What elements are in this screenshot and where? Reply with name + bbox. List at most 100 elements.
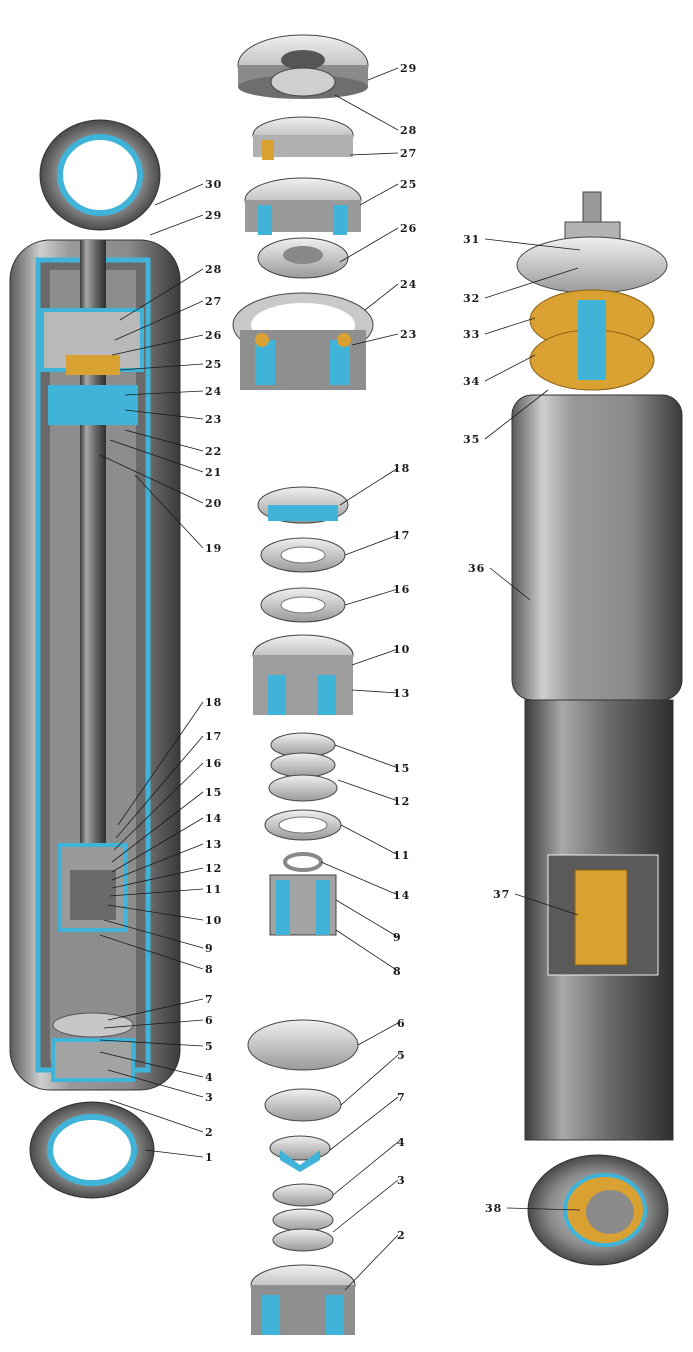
callout-label: 16 (205, 757, 222, 770)
leader-line (99, 934, 204, 970)
leader-line (99, 1051, 204, 1078)
callout-label: 4 (397, 1136, 406, 1149)
leader-line (111, 867, 204, 889)
callout-label: 2 (205, 1126, 214, 1139)
leader-line (124, 429, 204, 452)
callout-label: 9 (393, 931, 402, 944)
leader-line (335, 929, 399, 972)
callout-label: 25 (205, 358, 222, 371)
callout-label: 31 (463, 233, 480, 246)
leader-line (111, 843, 204, 881)
callout-label: 9 (205, 942, 214, 955)
leader-line (514, 893, 579, 916)
leader-line (357, 1022, 399, 1046)
callout-label: 11 (393, 849, 410, 862)
leader-line (154, 183, 204, 206)
callout-label: 1 (205, 1151, 214, 1164)
leader-line (340, 1054, 399, 1106)
leader-line (107, 998, 204, 1021)
leader-line (351, 689, 399, 694)
leader-line (359, 183, 399, 206)
callout-label: 11 (205, 883, 222, 896)
callout-label: 14 (393, 889, 410, 902)
leader-line (113, 762, 204, 851)
callout-label: 27 (400, 147, 417, 160)
callout-label: 5 (205, 1040, 214, 1053)
leader-line (335, 899, 399, 938)
leader-line (344, 588, 399, 606)
callout-label: 10 (393, 643, 410, 656)
leader-line (99, 1039, 204, 1047)
leader-line (109, 439, 204, 473)
leader-line (124, 409, 204, 420)
leader-line (114, 300, 204, 341)
leader-line (111, 817, 204, 873)
callout-label: 27 (205, 295, 222, 308)
leader-line (484, 238, 581, 251)
leader-line (351, 648, 399, 666)
callout-label: 15 (393, 762, 410, 775)
leader-line (367, 67, 399, 81)
leader-line (103, 1019, 204, 1029)
callout-label: 19 (205, 542, 222, 555)
right-assembled-absorber (511, 191, 683, 1266)
middle-exploded-parts (232, 34, 374, 1335)
leader-line (117, 701, 204, 826)
callout-label: 23 (205, 413, 222, 426)
callout-label: 23 (400, 328, 417, 341)
leader-line (364, 283, 399, 311)
callout-label: 13 (393, 687, 410, 700)
leader-line (107, 904, 204, 921)
leader-line (134, 474, 204, 549)
callout-label: 14 (205, 812, 222, 825)
callout-label: 34 (463, 375, 480, 388)
leader-line (484, 267, 579, 299)
leader-line (115, 735, 204, 839)
right-callouts: 31 32 33 34 35 36 37 38 (463, 233, 510, 1215)
leader-line (149, 214, 204, 236)
callout-label: 12 (205, 862, 222, 875)
callout-label: 15 (205, 786, 222, 799)
callout-label: 35 (463, 433, 480, 446)
callout-label: 32 (463, 292, 480, 305)
callout-label: 38 (485, 1202, 502, 1215)
callout-label: 28 (205, 263, 222, 276)
callout-label: 24 (400, 278, 417, 291)
leader-line (489, 567, 531, 601)
leader-line (124, 390, 204, 396)
leader-line (349, 152, 399, 156)
callout-label: 5 (397, 1049, 406, 1062)
callout-label: 4 (205, 1071, 214, 1084)
callout-label: 18 (205, 696, 222, 709)
callout-label: 24 (205, 385, 222, 398)
callout-label: 12 (393, 795, 410, 808)
callout-label: 29 (400, 62, 417, 75)
callout-label: 28 (400, 124, 417, 137)
callout-label: 21 (205, 466, 222, 479)
callout-label: 13 (205, 838, 222, 851)
leader-line (344, 534, 399, 556)
leader-line (119, 268, 204, 321)
callout-label: 22 (205, 445, 222, 458)
callout-label: 37 (493, 888, 510, 901)
leader-line (344, 1234, 399, 1291)
callout-label: 26 (400, 222, 417, 235)
leader-line (329, 1096, 399, 1151)
leader-line (111, 791, 204, 863)
callout-label: 30 (205, 178, 222, 191)
callout-label: 7 (397, 1091, 406, 1104)
left-callouts: 30 29 28 27 26 25 24 23 22 21 20 19 18 1… (205, 178, 222, 1164)
leader-line (339, 467, 399, 506)
callout-label: 6 (205, 1014, 214, 1027)
leader-line (99, 454, 204, 504)
leader-line (109, 1099, 204, 1133)
leader-line (339, 227, 399, 263)
leader-line (107, 1069, 204, 1098)
callout-label: 29 (205, 209, 222, 222)
leader-line (103, 919, 204, 949)
callout-label: 17 (205, 730, 222, 743)
leader-line (506, 1207, 581, 1211)
callout-label: 3 (205, 1091, 214, 1104)
leader-line (484, 389, 549, 440)
